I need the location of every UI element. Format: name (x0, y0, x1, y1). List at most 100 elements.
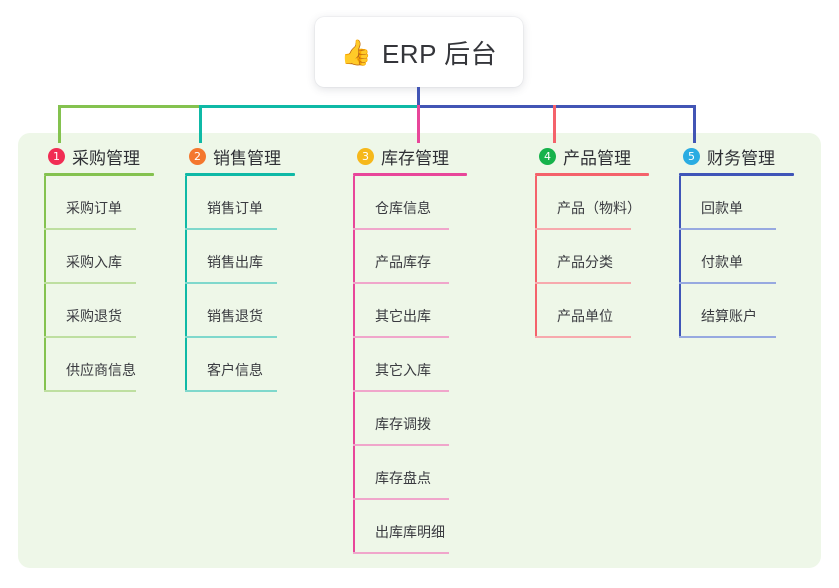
leaf-item-label: 付款单 (701, 254, 743, 270)
leaf-item-rule (535, 336, 631, 338)
column-header-3[interactable]: 3 库存管理 (353, 143, 467, 169)
column-header-1[interactable]: 1 采购管理 (44, 143, 154, 169)
leaf-item[interactable]: 库存调拨 (353, 392, 467, 446)
column-spine-3 (353, 176, 355, 554)
leaf-list-3: 仓库信息产品库存其它出库其它入库库存调拨库存盘点出库库明细 (353, 176, 467, 554)
root-stem-connector (417, 87, 420, 107)
column-inventory: 3 库存管理 仓库信息产品库存其它出库其它入库库存调拨库存盘点出库库明细 (353, 143, 467, 554)
leaf-item-rule (44, 390, 136, 392)
column-header-5[interactable]: 5 财务管理 (679, 143, 794, 169)
leaf-item[interactable]: 结算账户 (679, 284, 794, 338)
column-purchase: 1 采购管理 采购订单采购入库采购退货供应商信息 (44, 143, 154, 392)
leaf-item[interactable]: 产品分类 (535, 230, 649, 284)
leaf-item-label: 仓库信息 (375, 200, 431, 216)
column-badge-5: 5 (683, 147, 700, 165)
column-header-2[interactable]: 2 销售管理 (185, 143, 295, 169)
leaf-item[interactable]: 产品单位 (535, 284, 649, 338)
stub-connector-3 (417, 105, 420, 143)
leaf-item-label: 销售订单 (207, 200, 263, 216)
leaf-item[interactable]: 供应商信息 (44, 338, 154, 392)
column-rule-2 (185, 173, 295, 176)
leaf-item[interactable]: 出库库明细 (353, 500, 467, 554)
leaf-item-rule (353, 390, 449, 392)
column-spine-4 (535, 176, 537, 338)
leaf-item-label: 产品（物料） (557, 200, 641, 216)
column-title-2: 销售管理 (213, 148, 281, 168)
leaf-item-rule (44, 336, 136, 338)
leaf-item-label: 销售退货 (207, 308, 263, 324)
leaf-item-rule (679, 336, 776, 338)
leaf-item-rule (353, 498, 449, 500)
root-node-content: 👍 ERP 后台 (341, 34, 497, 71)
leaf-item[interactable]: 销售订单 (185, 176, 295, 230)
leaf-item[interactable]: 采购退货 (44, 284, 154, 338)
column-spine-5 (679, 176, 681, 338)
column-title-1: 采购管理 (72, 148, 140, 168)
column-badge-1: 1 (48, 147, 65, 165)
leaf-item-rule (185, 282, 277, 284)
leaf-item-rule (353, 228, 449, 230)
leaf-item-rule (185, 336, 277, 338)
stub-connector-1 (58, 105, 61, 143)
root-title: ERP 后台 (381, 38, 498, 69)
leaf-item-rule (679, 228, 776, 230)
column-spine-1 (44, 176, 46, 392)
leaf-item[interactable]: 库存盘点 (353, 446, 467, 500)
leaf-item[interactable]: 其它入库 (353, 338, 467, 392)
column-badge-2: 2 (189, 147, 206, 165)
leaf-item-rule (353, 336, 449, 338)
leaf-item[interactable]: 采购入库 (44, 230, 154, 284)
leaf-item-label: 其它出库 (375, 308, 431, 324)
column-badge-4: 4 (539, 147, 556, 165)
leaf-item[interactable]: 产品库存 (353, 230, 467, 284)
column-rule-5 (679, 173, 794, 176)
leaf-item-label: 产品分类 (557, 254, 613, 270)
leaf-item-label: 回款单 (701, 200, 743, 216)
leaf-item-rule (353, 282, 449, 284)
leaf-item-rule (44, 282, 136, 284)
leaf-item-label: 采购退货 (66, 308, 122, 324)
leaf-item[interactable]: 采购订单 (44, 176, 154, 230)
column-spine-2 (185, 176, 187, 392)
leaf-list-4: 产品（物料） 产品分类产品单位 (535, 176, 649, 338)
leaf-item[interactable]: 产品（物料） (535, 176, 649, 230)
column-rule-3 (353, 173, 467, 176)
column-title-4: 产品管理 (563, 148, 631, 168)
leaf-item-label: 产品库存 (375, 254, 431, 270)
column-title-5: 财务管理 (707, 148, 775, 168)
leaf-item[interactable]: 客户信息 (185, 338, 295, 392)
column-header-4[interactable]: 4 产品管理 (535, 143, 649, 169)
leaf-item-rule (185, 228, 277, 230)
leaf-item-rule (353, 444, 449, 446)
bus-segment-teal (199, 105, 419, 108)
diagram-panel (18, 133, 821, 568)
leaf-item[interactable]: 销售退货 (185, 284, 295, 338)
column-title-3: 库存管理 (381, 148, 449, 168)
leaf-item[interactable]: 回款单 (679, 176, 794, 230)
column-rule-1 (44, 173, 154, 176)
column-badge-3: 3 (357, 147, 374, 165)
leaf-item-label: 供应商信息 (66, 362, 136, 378)
leaf-item-rule (353, 552, 449, 554)
leaf-item-label: 结算账户 (701, 308, 757, 324)
leaf-item-label: 客户信息 (207, 362, 263, 378)
leaf-item-rule (185, 390, 277, 392)
column-product: 4 产品管理 产品（物料） 产品分类产品单位 (535, 143, 649, 338)
leaf-list-2: 销售订单销售出库销售退货客户信息 (185, 176, 295, 392)
leaf-item-rule (44, 228, 136, 230)
leaf-list-1: 采购订单采购入库采购退货供应商信息 (44, 176, 154, 392)
leaf-item-label: 采购入库 (66, 254, 122, 270)
leaf-item[interactable]: 付款单 (679, 230, 794, 284)
leaf-item[interactable]: 仓库信息 (353, 176, 467, 230)
leaf-item[interactable]: 其它出库 (353, 284, 467, 338)
leaf-item-label: 库存盘点 (375, 470, 431, 486)
leaf-item-label: 出库库明细 (375, 524, 445, 540)
column-rule-4 (535, 173, 649, 176)
leaf-item-label: 采购订单 (66, 200, 122, 216)
leaf-item[interactable]: 销售出库 (185, 230, 295, 284)
root-node[interactable]: 👍 ERP 后台 (315, 17, 523, 87)
bus-segment-indigo (417, 105, 696, 108)
leaf-item-label: 其它入库 (375, 362, 431, 378)
stub-connector-5 (693, 105, 696, 143)
